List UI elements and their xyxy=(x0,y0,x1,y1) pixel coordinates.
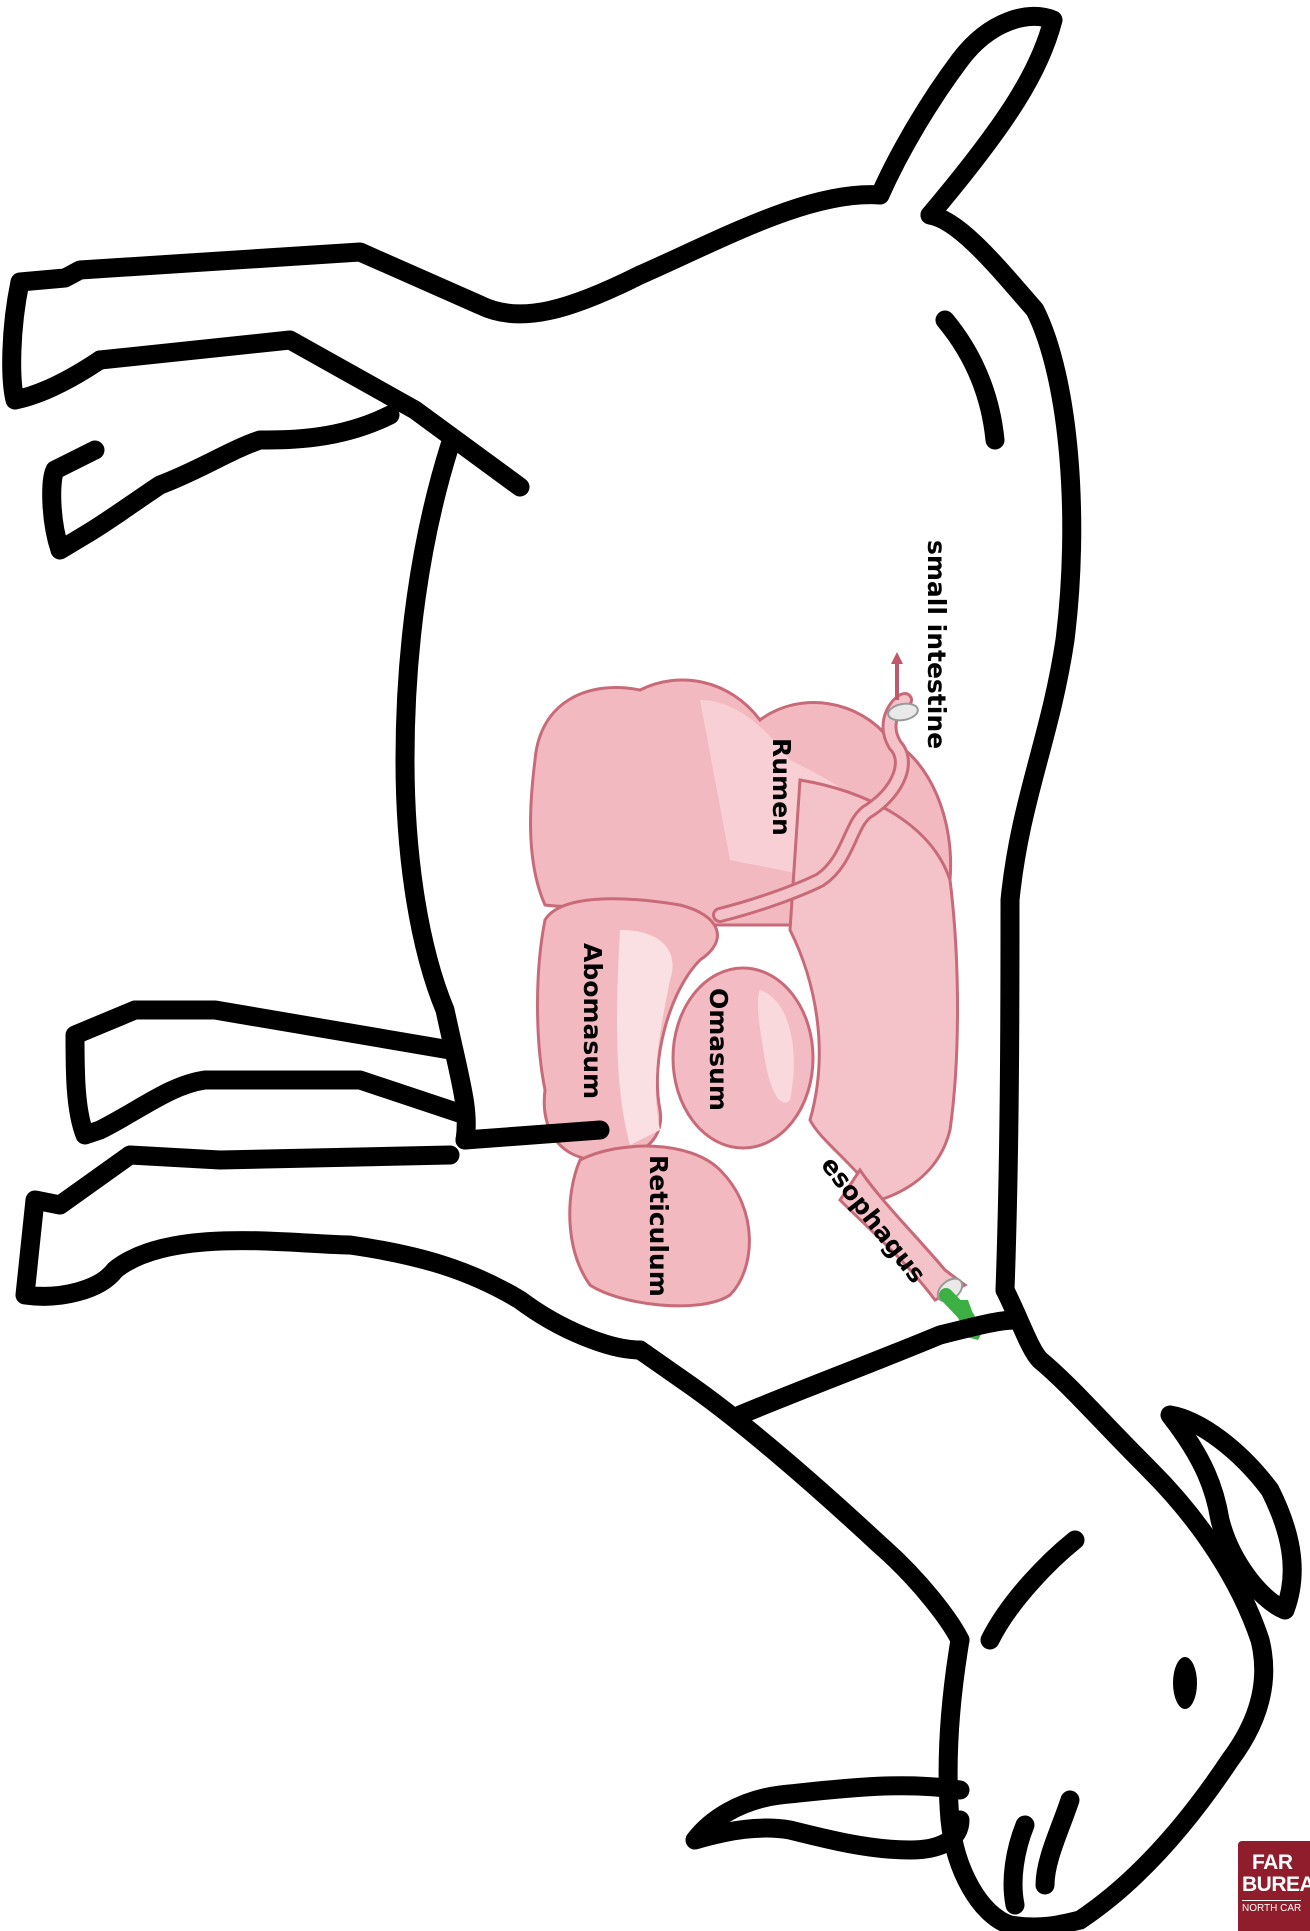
label-reticulum: Reticulum xyxy=(644,1155,673,1297)
farm-bureau-logo: FAR BUREA NORTH CAR xyxy=(1238,1841,1310,1931)
goat-mouth xyxy=(1045,1800,1070,1885)
goat-tail xyxy=(880,16,1053,215)
goat-eye xyxy=(1173,1657,1197,1709)
goat-chin xyxy=(1013,1825,1025,1905)
logo-line-3: NORTH CAR xyxy=(1242,1900,1301,1914)
abomasum-highlight xyxy=(617,930,673,1145)
goat-thigh-line xyxy=(945,320,995,440)
label-small-intestine: small intestine xyxy=(922,540,951,749)
goat-belly xyxy=(465,1130,600,1140)
label-abomasum: Abomasum xyxy=(578,943,607,1099)
goat-forehead xyxy=(990,1540,1075,1640)
logo-line-2: BUREA xyxy=(1242,1873,1310,1897)
label-rumen: Rumen xyxy=(767,738,796,836)
goat-rear-leg-back xyxy=(100,340,520,487)
goat-front-leg-back xyxy=(75,1010,465,1135)
goat-neck-top xyxy=(1005,1290,1264,1920)
goat-neck-fold xyxy=(740,1320,1015,1415)
goat-horn xyxy=(695,1786,960,1850)
goat-rear-hoof-2 xyxy=(52,415,390,550)
intestine-arrow-head xyxy=(891,652,903,664)
label-omasum: Omasum xyxy=(704,988,733,1111)
goat-rump xyxy=(12,195,880,400)
logo-line-1: FAR xyxy=(1252,1851,1293,1875)
goat-front-leg-front xyxy=(25,1155,640,1350)
